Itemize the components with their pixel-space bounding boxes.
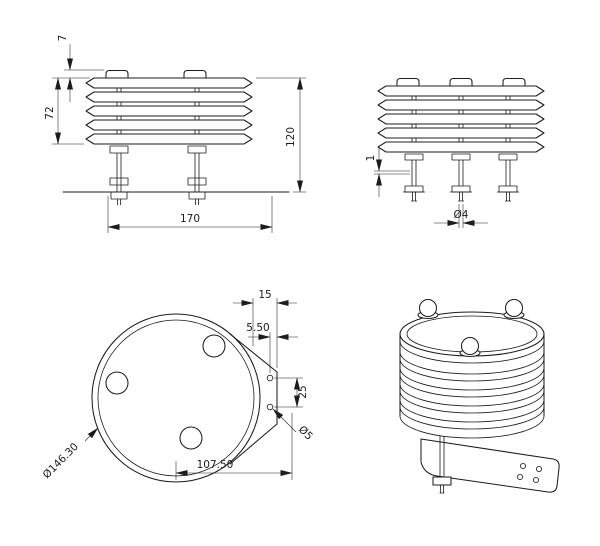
top-caps <box>396 77 526 87</box>
rod-nuts <box>109 145 207 186</box>
top-view: 15 5.50 25 107.50 Ø5 Ø146.30 <box>41 289 315 483</box>
cap-post-circle <box>179 426 203 450</box>
dim-rod-diameter-label: Ø4 <box>454 209 469 221</box>
bracket-hole <box>533 476 540 483</box>
support-rods <box>411 160 511 186</box>
bolt-nut <box>432 476 452 486</box>
dim-plate-gap-label: 1 <box>365 155 377 162</box>
cap-post-circle <box>105 371 129 395</box>
top-caps <box>105 69 207 79</box>
side-view-dimensions: 1 Ø4 <box>365 148 488 228</box>
outer-rim-circle <box>91 313 261 483</box>
base-nuts <box>110 192 206 205</box>
mounting-bolt <box>439 436 445 477</box>
bolt-tip <box>439 485 445 494</box>
tab-hole <box>266 374 274 382</box>
extension-lines <box>374 170 464 228</box>
rod-washers-and-tips <box>403 191 519 202</box>
dim-mount-span-label: 107.50 <box>197 459 234 471</box>
top-view-dimensions: 15 5.50 25 107.50 Ø5 Ø146.30 <box>41 289 315 481</box>
front-view-dimensions: 7 72 120 170 <box>44 35 306 233</box>
side-view: 1 Ø4 <box>365 77 545 228</box>
cap-post-circle <box>202 334 226 358</box>
dim-outer-diameter-label: Ø146.30 <box>41 441 81 481</box>
support-rods <box>116 153 200 192</box>
cap-nut-dome <box>418 298 438 318</box>
cap-nut-dome <box>460 336 480 356</box>
dim-base-width-label: 170 <box>180 213 200 225</box>
bracket-hole <box>517 473 524 480</box>
tab-hole <box>266 403 274 411</box>
dim-cap-height-label: 7 <box>57 35 69 42</box>
rod-nuts <box>404 153 518 193</box>
cap-nut-dome <box>504 298 524 318</box>
dim-hole-diameter-label: Ø5 <box>296 424 315 443</box>
spacer-ticks <box>411 96 511 142</box>
louver-arcs <box>399 340 545 439</box>
leader-outer-diameter <box>84 427 99 442</box>
louver-plates <box>85 77 253 145</box>
leader-hole-diameter <box>272 408 297 433</box>
dim-stack-height-label: 72 <box>44 106 56 119</box>
inner-rim-circle <box>97 319 255 477</box>
dim-hole-offset-label: 5.50 <box>246 322 269 334</box>
bracket-hole <box>536 465 543 472</box>
louver-plates <box>377 85 545 153</box>
dim-hole-pitch-label: 25 <box>297 385 309 398</box>
dim-tab-width-label: 15 <box>258 289 271 301</box>
bracket-plate <box>420 438 560 493</box>
front-view: 7 72 120 170 <box>44 35 306 233</box>
dim-overall-height-label: 120 <box>285 127 297 147</box>
mounting-tab <box>229 333 278 465</box>
extension-lines <box>175 298 303 480</box>
isometric-view <box>399 298 560 494</box>
bracket-hole <box>520 462 527 469</box>
spacer-ticks <box>116 88 200 134</box>
